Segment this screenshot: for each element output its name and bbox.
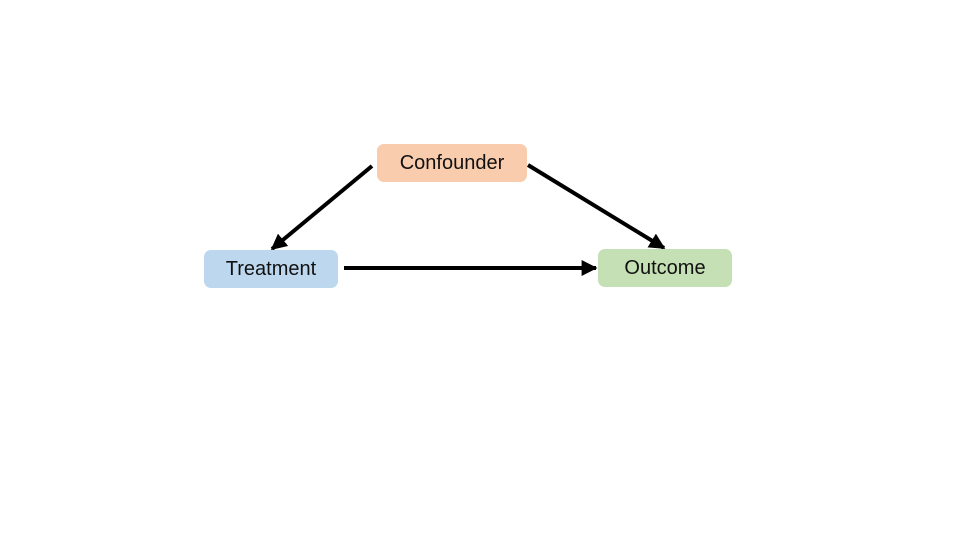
treatment-node: Treatment: [204, 250, 338, 288]
edge-confounder-to-treatment: [270, 164, 374, 251]
edge-confounder-to-outcome: [526, 163, 666, 250]
confounder-node: Confounder: [377, 144, 527, 182]
outcome-node: Outcome: [598, 249, 732, 287]
treatment-label: Treatment: [225, 258, 317, 280]
confounder-label: Confounder: [399, 152, 505, 174]
outcome-label: Outcome: [624, 257, 706, 279]
